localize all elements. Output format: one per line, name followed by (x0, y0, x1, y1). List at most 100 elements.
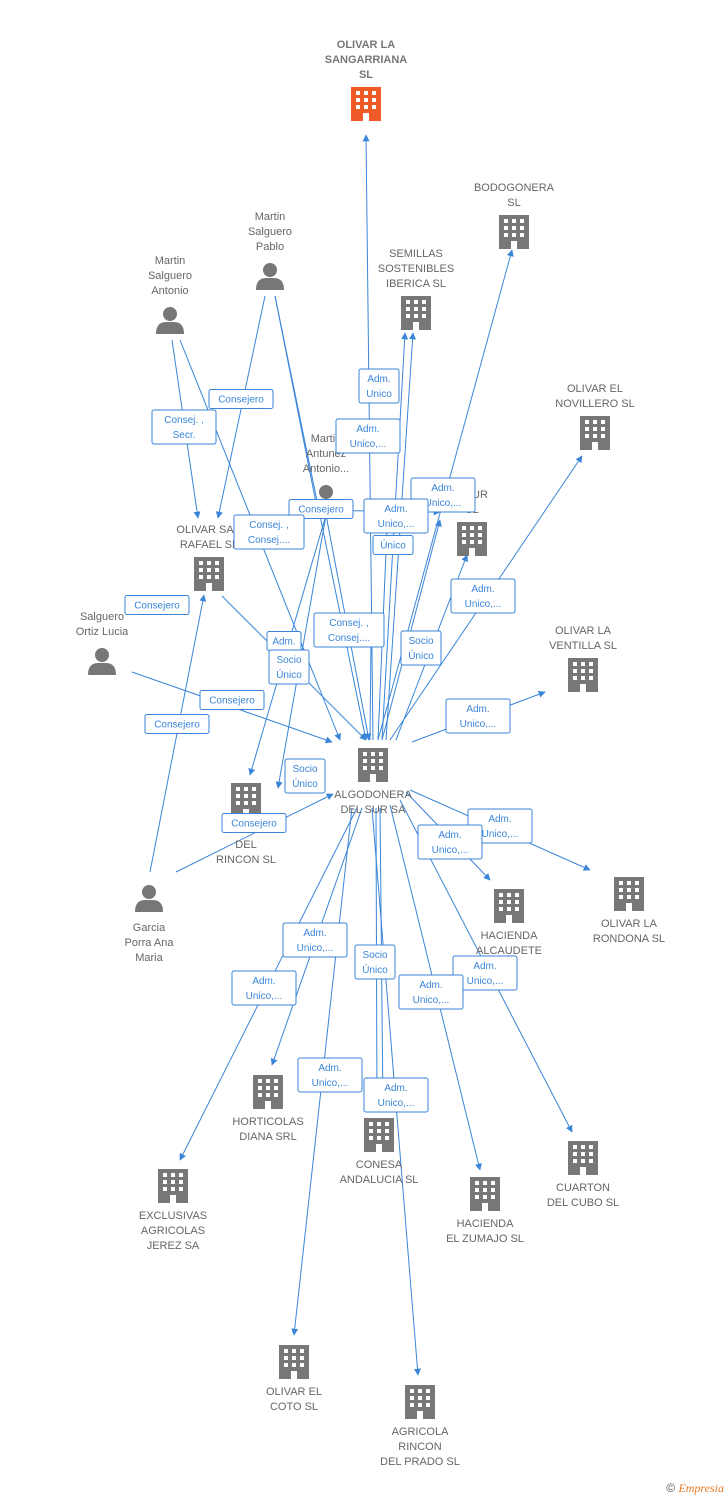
svg-text:Único: Único (380, 539, 406, 552)
building-icon (494, 889, 524, 923)
relation-label: Adm.Unico,... (417, 824, 483, 860)
svg-text:Adm.Unico,...: Adm.Unico,... (425, 483, 462, 509)
relation-label: Consejero (208, 389, 274, 409)
person-icon (156, 307, 184, 334)
building-icon (358, 748, 388, 782)
relation-label: Adm.Unico,... (450, 578, 516, 614)
building-icon (614, 877, 644, 911)
copyright-icon: © (666, 1481, 676, 1495)
relation-label: Adm.Unico,... (452, 955, 518, 991)
svg-text:Consejero: Consejero (209, 696, 255, 707)
relation-label: Único (372, 535, 414, 555)
svg-text:Consej. ,Consej....: Consej. ,Consej.... (248, 520, 290, 546)
relation-label: Consejero (221, 813, 287, 833)
svg-text:Consejero: Consejero (154, 720, 200, 731)
person-icon (135, 885, 163, 912)
relation-label: Adm.Unico,... (335, 418, 401, 454)
svg-text:Consejero: Consejero (298, 505, 344, 516)
relation-label: Adm.Unico,... (363, 1077, 429, 1113)
relation-label: Adm.Unico,... (445, 698, 511, 734)
relation-label: Consejero (124, 595, 190, 615)
building-icon (470, 1177, 500, 1211)
person-icon (88, 648, 116, 675)
building-icon (253, 1075, 283, 1109)
footer: © Empresia (666, 1481, 724, 1496)
building-icon (568, 658, 598, 692)
person-icon (256, 263, 284, 290)
relation-label: Consej. ,Consej.... (313, 612, 385, 648)
relation-label: Adm.Unico,... (297, 1057, 363, 1093)
building-icon (401, 296, 431, 330)
relation-label: Consejero (199, 690, 265, 710)
relation-edge (381, 519, 442, 741)
building-icon (194, 557, 224, 591)
svg-text:Consejero: Consejero (231, 819, 277, 830)
relation-label: Consejero (144, 714, 210, 734)
relation-label: Adm.Unico,... (282, 922, 348, 958)
svg-text:Adm.Unico: Adm.Unico (366, 374, 392, 400)
svg-text:Consej. ,Secr.: Consej. ,Secr. (164, 415, 203, 441)
relation-label: Adm.Unico (358, 368, 400, 404)
svg-text:Adm.Unico,...: Adm.Unico,... (413, 980, 450, 1006)
svg-text:Adm.Unico,...: Adm.Unico,... (378, 1083, 415, 1109)
svg-text:Adm.: Adm. (272, 637, 295, 648)
svg-text:Adm.Unico,...: Adm.Unico,... (467, 961, 504, 987)
relation-label: Adm.Unico,... (398, 974, 464, 1010)
relation-label: Adm.Unico,... (231, 970, 297, 1006)
building-icon (580, 416, 610, 450)
building-icon (568, 1141, 598, 1175)
relation-label: Consej. ,Secr. (151, 409, 217, 445)
relation-label: Adm. (266, 631, 302, 651)
building-icon (231, 783, 261, 817)
svg-text:Adm.Unico,...: Adm.Unico,... (350, 424, 387, 450)
building-icon (364, 1118, 394, 1152)
svg-text:Consej. ,Consej....: Consej. ,Consej.... (328, 618, 370, 644)
relation-label: Adm.Unico,... (363, 498, 429, 534)
building-icon (499, 215, 529, 249)
relation-label: Consej. ,Consej.... (233, 514, 305, 550)
svg-text:Adm.Unico,...: Adm.Unico,... (432, 830, 469, 856)
